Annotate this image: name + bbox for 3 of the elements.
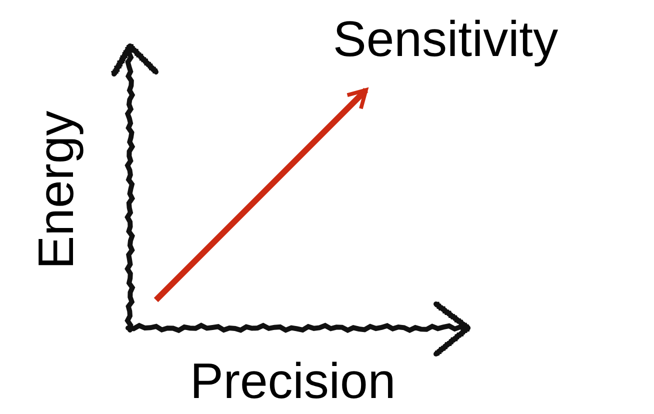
axis-label: Energy [31,110,81,270]
axis-label: Sensitivity [333,14,558,64]
axis-label: Precision [190,356,396,406]
